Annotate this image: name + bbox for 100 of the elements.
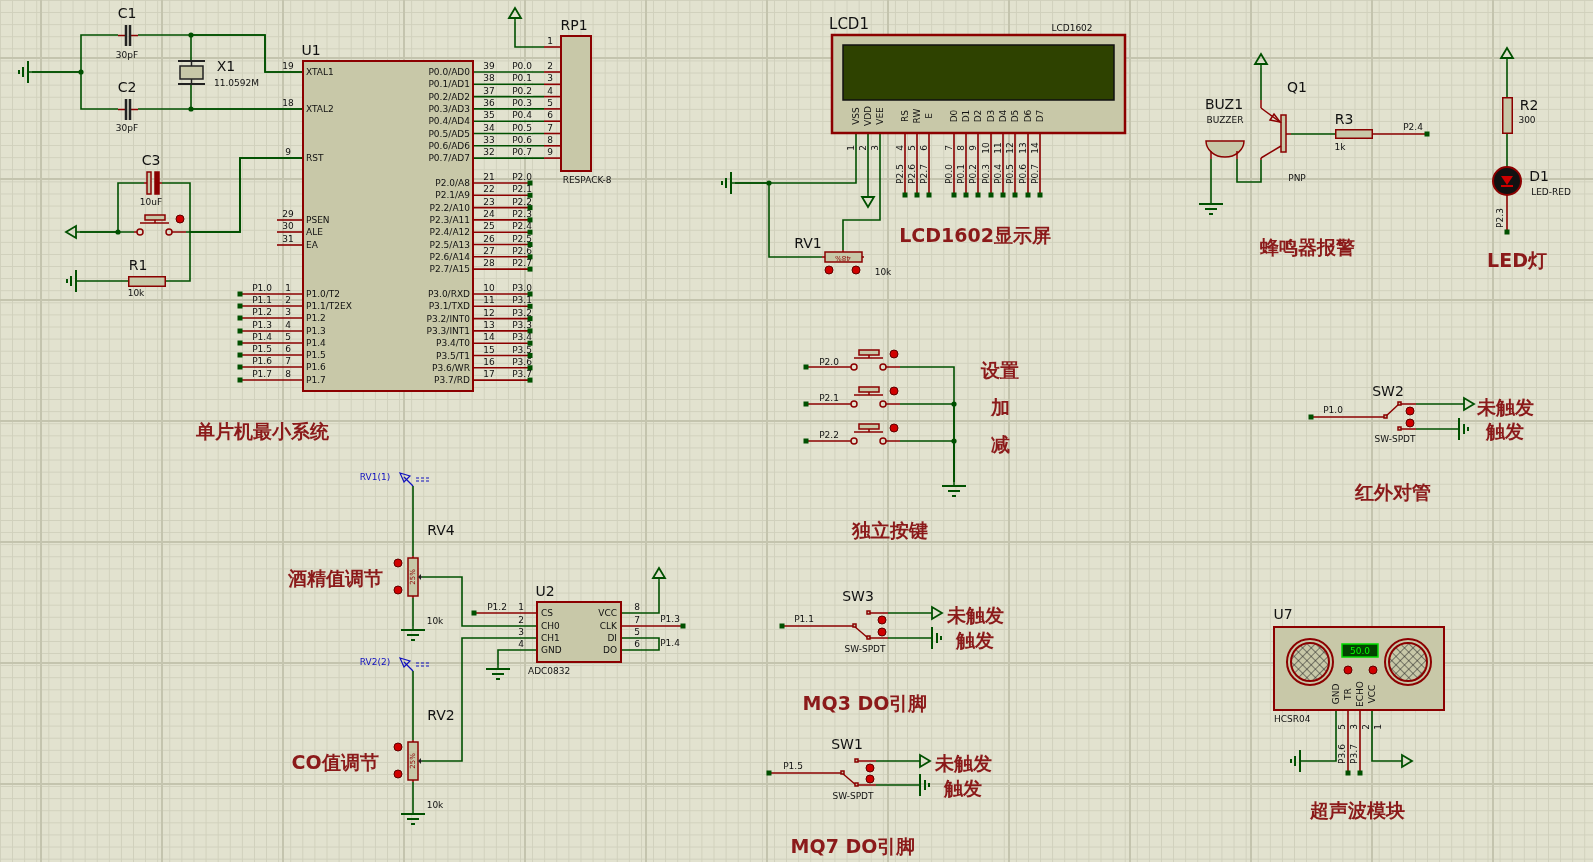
- pin-number: 1: [1373, 724, 1383, 730]
- net-label: P3.4: [512, 332, 532, 342]
- pin-name: ALE: [306, 227, 323, 237]
- wire: [1210, 158, 1212, 201]
- value-label: SW-SPDT: [832, 791, 874, 801]
- wire: [875, 760, 917, 762]
- pin-name: D6: [1023, 109, 1033, 123]
- pin-name: VCC: [1367, 684, 1377, 704]
- net-label: P3.3: [512, 320, 532, 330]
- wire: [190, 34, 303, 73]
- wire: [1415, 403, 1461, 405]
- pin-name: XTAL2: [306, 104, 334, 114]
- net-label: P0.7: [1030, 164, 1040, 184]
- pin-name: P3.6/WR: [432, 363, 470, 373]
- value-label: 1k: [1334, 142, 1346, 152]
- value-label: 10k: [127, 288, 145, 298]
- wire: [412, 781, 414, 811]
- pin-name: P2.5/A13: [429, 240, 470, 249]
- net-label: P2.3: [1495, 208, 1505, 228]
- wire: [1371, 710, 1399, 762]
- pin-number: 4: [285, 320, 291, 330]
- net-label: P2.1: [512, 184, 532, 194]
- section-title: LCD1602显示屏: [899, 225, 1051, 245]
- reference-label: R3: [1334, 112, 1354, 126]
- pin-number: 3: [1349, 724, 1359, 730]
- value-label: PNP: [1288, 173, 1306, 183]
- pin-number: 14: [483, 332, 495, 342]
- pin-number: 4: [547, 86, 553, 96]
- net-label: P3.2: [512, 308, 532, 318]
- pin-number: 6: [547, 110, 553, 120]
- probe-label: RV2(2): [359, 657, 391, 667]
- pin-name: D7: [1035, 109, 1045, 123]
- reference-label: RV4: [427, 523, 455, 537]
- pin-name: DO: [603, 645, 617, 655]
- wire: [875, 784, 917, 786]
- reference-label: U7: [1273, 607, 1293, 621]
- pin-name: P2.6/A14: [429, 252, 470, 262]
- pin-number: 1: [547, 36, 553, 46]
- value-label: LCD1602: [1051, 23, 1093, 33]
- section-title: 蜂鸣器报警: [1259, 237, 1355, 257]
- reference-label: R2: [1519, 98, 1539, 112]
- pin-number: 13: [483, 320, 495, 330]
- pin-name: RS: [900, 110, 910, 122]
- pin-number: 16: [483, 357, 495, 367]
- net-label: P2.2: [819, 430, 839, 440]
- pin-number: 7: [944, 145, 954, 151]
- pin-number: 15: [483, 345, 495, 354]
- wire: [412, 597, 414, 627]
- net-label: P0.5: [1005, 164, 1015, 184]
- pin-number: 3: [870, 145, 880, 151]
- wire: [514, 21, 545, 48]
- reference-label: Q1: [1287, 80, 1307, 94]
- wire: [165, 157, 303, 282]
- net-label: P2.4: [1403, 122, 1423, 132]
- reference-label: R1: [128, 258, 148, 272]
- section-title: MQ7 DO引脚: [790, 836, 916, 856]
- value-label: SW-SPDT: [844, 644, 886, 654]
- net-label: P0.2: [968, 164, 978, 184]
- pin-number: 37: [483, 86, 495, 96]
- net-label: P3.5: [512, 345, 532, 354]
- pin-name: P1.7: [306, 375, 326, 385]
- net-label: P0.0: [944, 164, 954, 184]
- pin-name: P0.3/AD3: [428, 104, 470, 114]
- section-title: 红外对管: [1355, 482, 1431, 502]
- pin-number: 19: [282, 61, 294, 71]
- pin-number: 1: [518, 602, 524, 612]
- wire: [473, 71, 545, 73]
- pin-name: P1.6: [306, 362, 326, 372]
- net-label: P3.6: [512, 357, 532, 367]
- wire: [79, 280, 129, 282]
- reference-label: U2: [535, 584, 555, 598]
- pin-number: 28: [483, 258, 495, 268]
- pin-name: P0.0/AD0: [428, 67, 470, 77]
- pin-name: P2.7/A15: [429, 264, 470, 274]
- button-function-label: 加: [990, 397, 1010, 417]
- pin-number: 31: [282, 234, 294, 244]
- net-label: P1.1: [794, 614, 814, 624]
- net-label: P0.3: [981, 164, 991, 184]
- net-label: P1.2: [487, 602, 507, 612]
- net-label: P2.7: [919, 164, 929, 184]
- net-label: P2.0: [819, 357, 839, 367]
- net-label: P0.2: [511, 86, 533, 96]
- pin-name: P0.4/AD4: [428, 116, 470, 126]
- net-label: P1.5: [252, 344, 272, 354]
- reference-label: C1: [117, 6, 137, 20]
- pin-number: 22: [483, 184, 495, 194]
- pin-number: 7: [285, 356, 291, 366]
- pin-number: 5: [285, 332, 291, 342]
- pin-number: 9: [547, 147, 553, 157]
- reference-label: U1: [301, 43, 321, 57]
- wire: [1303, 710, 1337, 762]
- wire: [899, 440, 955, 483]
- pin-name: RW: [912, 108, 922, 124]
- pin-name: TR: [1343, 688, 1353, 700]
- net-label: P0.6: [1018, 164, 1028, 184]
- reference-label: SW2: [1372, 384, 1404, 398]
- pin-name: D1: [961, 109, 971, 123]
- section-title: 酒精值调节: [287, 568, 383, 588]
- pin-number: 35: [483, 110, 495, 120]
- wire: [867, 133, 869, 194]
